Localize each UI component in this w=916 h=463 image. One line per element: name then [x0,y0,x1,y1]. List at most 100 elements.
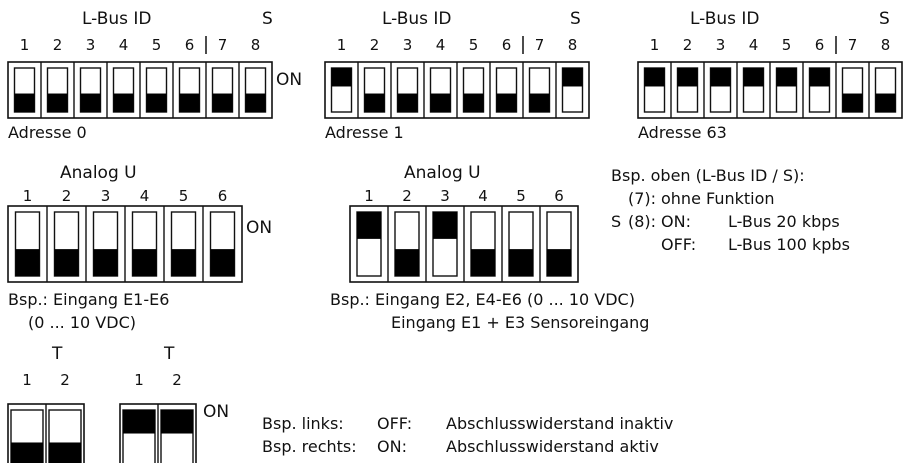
switch-knob-on [123,410,155,434]
switch-knob-on [677,68,698,87]
dip-switch-5[interactable] [170,211,197,277]
dip-switch-1[interactable] [330,67,353,113]
dip-switch-1[interactable] [643,67,666,113]
legend: Bsp. oben (L-Bus ID / S): (7): ohne Funk… [611,166,850,254]
dip-switch-3[interactable] [396,67,419,113]
block-title: T [51,344,63,364]
dip-switch-2[interactable] [394,211,420,277]
dip-switch-5[interactable] [775,67,798,113]
dip-switch-4[interactable] [112,67,135,113]
switch-knob-off [47,93,68,112]
dip-switch-2[interactable] [46,67,69,113]
dip-switch-3[interactable] [432,211,458,277]
dip-switch-5[interactable] [508,211,534,277]
dip-switch-6[interactable] [178,67,201,113]
note-right-text: Abschlusswiderstand aktiv [446,437,659,456]
block-title: Analog U [60,163,137,183]
dip-switch-2[interactable] [53,211,80,277]
switch-knob-on [433,212,457,239]
dip-switch-1[interactable] [10,409,44,463]
dip-switch-1[interactable] [13,67,36,113]
legend-row8-off-text: L-Bus 100 kpbs [728,235,850,254]
dip-switch-7[interactable] [528,67,551,113]
dip-switch-2[interactable] [160,409,194,463]
dip-switch-6[interactable] [209,211,236,277]
switch-knob-off [210,249,235,276]
switch-knob-off [14,93,35,112]
note-left-label: Bsp. links: [262,414,344,433]
legend-row7-text: ohne Funktion [661,189,775,208]
switch-number: 7 [218,36,228,54]
switch-number: 5 [152,36,162,54]
block-caption: Adresse 0 [8,123,87,142]
block-caption: Adresse 1 [325,123,404,142]
dip-switch-4[interactable] [742,67,765,113]
switch-number: 3 [440,187,450,205]
dip-switch-4[interactable] [131,211,158,277]
switch-number: 2 [60,371,70,389]
dip-switch-3[interactable] [709,67,732,113]
switch-number: 2 [62,187,72,205]
switch-knob-off [397,93,418,112]
dip-switch-2[interactable] [48,409,82,463]
note-right-label: Bsp. rechts: [262,437,357,456]
dip-switch-4[interactable] [470,211,496,277]
on-label: ON [276,70,302,90]
switch-number: 2 [172,371,182,389]
dip-switch-7[interactable] [211,67,234,113]
switch-knob-on [357,212,381,239]
dip-switch-7[interactable] [841,67,864,113]
switch-number: 8 [568,36,578,54]
dip-switch-3[interactable] [79,67,102,113]
switch-number: 8 [881,36,891,54]
termination-notes: Bsp. links: OFF: Abschlusswiderstand ina… [262,414,673,456]
switch-number: 1 [364,187,374,205]
dip-switch-1[interactable] [14,211,41,277]
dip-switch-6[interactable] [495,67,518,113]
dip-switch-8[interactable] [561,67,584,113]
switch-number: 2 [53,36,63,54]
switch-knob-on [809,68,830,87]
switch-knob-off [496,93,517,112]
dip-switch-2[interactable] [363,67,386,113]
switch-number: 4 [478,187,488,205]
switch-number: 7 [848,36,858,54]
switch-number: 2 [402,187,412,205]
block-title: L-Bus ID [82,9,152,29]
switch-knob-on [743,68,764,87]
dip-switch-8[interactable] [244,67,267,113]
dip-switch-3[interactable] [92,211,119,277]
switch-number: 3 [403,36,413,54]
switch-knob-off [49,442,81,463]
dip-switch-6[interactable] [808,67,831,113]
dip-switch-5[interactable] [145,67,168,113]
switch-number: 3 [716,36,726,54]
legend-row7-number: (7): [628,189,656,208]
dip-switch-5[interactable] [462,67,485,113]
switch-knob-off [430,93,451,112]
switch-number: 3 [86,36,96,54]
block-title: Analog U [404,163,481,183]
legend-row8-s: S [611,212,621,231]
legend-header: Bsp. oben (L-Bus ID / S): [611,166,805,185]
switch-number: 6 [218,187,228,205]
dip-switch-8[interactable] [874,67,897,113]
switch-knob-off [529,93,550,112]
dip-switch-6[interactable] [546,211,572,277]
switch-knob-off [547,249,571,276]
dip-switch-1[interactable] [356,211,382,277]
dip-switch-1[interactable] [122,409,156,463]
switch-knob-off [11,442,43,463]
switch-number: 5 [782,36,792,54]
dip-switch-4[interactable] [429,67,452,113]
switch-knob-off [93,249,118,276]
s-label: S [262,9,273,29]
dip-switch-2[interactable] [676,67,699,113]
switch-number: 2 [683,36,693,54]
switch-knob-off [15,249,40,276]
